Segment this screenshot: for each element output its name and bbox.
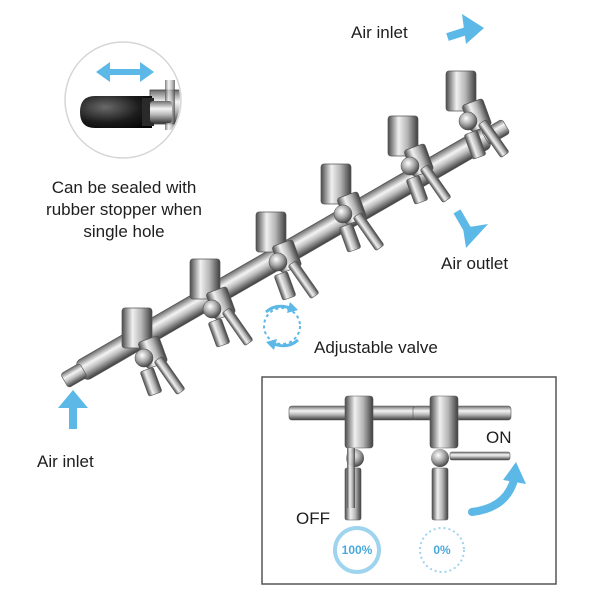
valve <box>121 307 185 397</box>
off-badge-ring <box>333 526 381 574</box>
valve <box>189 258 253 348</box>
off-valve <box>288 395 418 521</box>
on-off-inset <box>261 376 557 585</box>
on-percent-badge: 0% <box>433 543 451 557</box>
air-inlet-top-label: Air inlet <box>351 23 408 42</box>
rotate-indicator-icon <box>263 302 301 350</box>
stopper-note-line-3: single hole <box>83 222 165 241</box>
valve-group <box>121 70 509 397</box>
valve <box>445 70 509 160</box>
off-label: OFF <box>296 509 330 528</box>
stopper-inset <box>64 41 182 159</box>
rotate-arrow-icon <box>468 462 526 516</box>
air-outlet-label: Air outlet <box>441 254 509 273</box>
valve <box>320 163 384 253</box>
on-valve <box>412 395 512 521</box>
on-badge-ring <box>419 527 465 573</box>
off-percent-badge: 100% <box>341 543 373 557</box>
right-arrow-icon <box>446 14 484 44</box>
stopper-note: Can be sealed with rubber stopper when s… <box>28 177 220 243</box>
on-label: ON <box>486 428 512 447</box>
valve <box>387 115 451 205</box>
stopper-note-line-1: Can be sealed with <box>51 178 197 197</box>
air-inlet-bottom-label: Air inlet <box>37 452 94 471</box>
stopper-note-line-2: rubber stopper when <box>46 200 202 219</box>
adjustable-valve-label: Adjustable valve <box>314 338 438 357</box>
down-arrow-icon <box>453 209 488 248</box>
double-arrow-icon <box>96 62 154 82</box>
up-arrow-icon <box>58 390 88 429</box>
valve <box>255 211 319 301</box>
